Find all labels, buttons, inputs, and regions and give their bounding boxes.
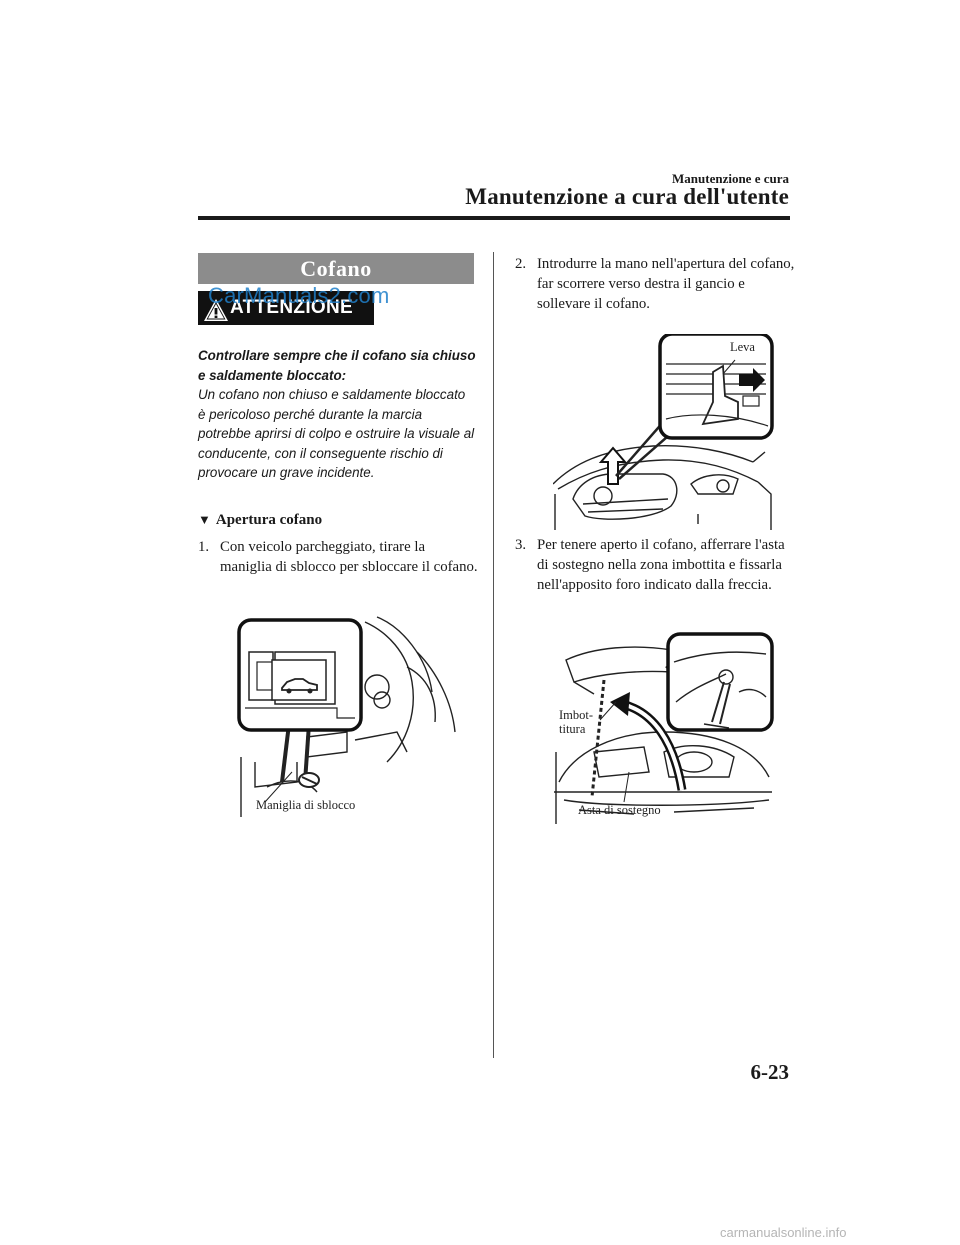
step-number: 3. bbox=[515, 537, 527, 553]
support-rod-label: Asta di sostegno bbox=[578, 803, 661, 817]
warning-badge bbox=[198, 291, 374, 325]
step-3: 3. Per tenere aperto il cofano, afferrar… bbox=[515, 535, 795, 595]
step-text: Per tenere aperto il cofano, afferrare l… bbox=[537, 537, 785, 593]
warning-body-text: Un cofano non chiuso e saldamente blocca… bbox=[198, 387, 475, 480]
padding-label: Imbot- titura bbox=[559, 708, 593, 736]
section-bar bbox=[198, 253, 474, 284]
subheading-marker: ▼ bbox=[198, 512, 211, 527]
step-number: 1. bbox=[198, 539, 210, 555]
footer-watermark: carmanualsonline.info bbox=[720, 1225, 847, 1240]
padding-label-line-2: titura bbox=[559, 722, 586, 736]
hood-lever-figure bbox=[553, 334, 774, 530]
step-text: Introdurre la mano nell'apertura del cof… bbox=[537, 256, 795, 312]
page-title: Manutenzione a cura dell'utente bbox=[465, 184, 789, 209]
watermark: CarManuals2.com bbox=[208, 283, 390, 308]
release-handle-label: Maniglia di sblocco bbox=[256, 798, 356, 812]
warning-label: ATTENZIONE bbox=[230, 297, 353, 318]
header-rule bbox=[198, 216, 790, 220]
step-1: 1. Con veicolo parcheggiato, tirare la m… bbox=[198, 537, 478, 577]
lever-label: Leva bbox=[730, 340, 755, 354]
page-number: 6-23 bbox=[750, 1060, 790, 1084]
warning-icon bbox=[204, 299, 228, 321]
padding-label-line-1: Imbot- bbox=[559, 708, 594, 722]
column-divider bbox=[493, 252, 494, 1058]
chapter-title: Manutenzione e cura bbox=[672, 171, 789, 186]
subheading-text: Apertura cofano bbox=[215, 512, 323, 528]
section-title: Cofano bbox=[300, 256, 372, 281]
step-number: 2. bbox=[515, 256, 527, 272]
release-handle-figure bbox=[237, 616, 456, 817]
subheading: ▼ Apertura cofano bbox=[198, 512, 322, 529]
warning-bold-text: Controllare sempre che il cofano sia chi… bbox=[198, 348, 476, 383]
support-rod-figure bbox=[554, 632, 774, 824]
step-text: Con veicolo parcheggiato, tirare la mani… bbox=[220, 539, 478, 575]
step-2: 2. Introdurre la mano nell'apertura del … bbox=[515, 254, 795, 314]
